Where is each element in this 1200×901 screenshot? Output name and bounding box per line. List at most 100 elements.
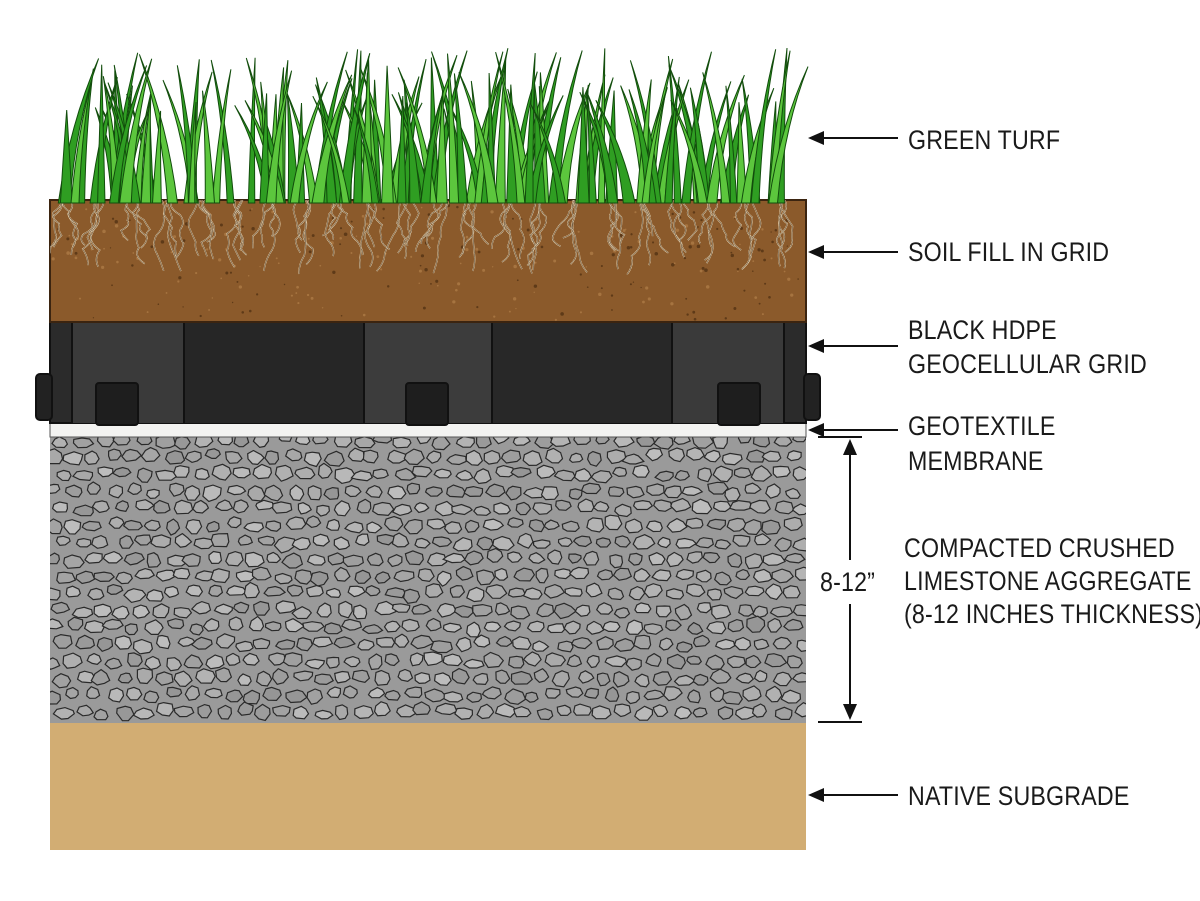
root-outline — [170, 200, 184, 259]
soil-grain — [103, 247, 105, 250]
stone-icon — [543, 583, 566, 599]
root-outline — [471, 200, 489, 245]
stone-icon — [492, 437, 510, 445]
soil-grain — [493, 315, 496, 318]
soil-grain — [435, 279, 439, 283]
stone-icon — [91, 534, 109, 549]
stone-icon — [108, 484, 124, 499]
aggregate-stones — [50, 437, 806, 722]
stone-icon — [173, 607, 193, 619]
roots — [50, 200, 794, 275]
soil-grain — [760, 249, 764, 253]
stone-icon — [344, 521, 364, 534]
stone-icon — [675, 537, 698, 549]
stone-icon — [681, 485, 704, 497]
stone-icon — [153, 499, 171, 514]
stone-icon — [56, 571, 77, 584]
stone-icon — [442, 653, 463, 667]
stone-icon — [125, 686, 143, 701]
stone-icon — [155, 701, 174, 717]
stone-icon — [50, 483, 61, 495]
soil-grain — [219, 223, 223, 227]
stone-icon — [424, 486, 443, 497]
stone-icon — [673, 437, 692, 446]
stone-icon — [284, 448, 303, 462]
stone-icon — [114, 635, 133, 650]
stone-icon — [553, 602, 577, 620]
stone-icon — [247, 449, 265, 466]
root-outline — [433, 200, 447, 274]
stone-icon — [685, 517, 704, 529]
grass-blade-icon — [97, 64, 106, 204]
stone-icon — [116, 705, 135, 722]
stone-icon — [772, 636, 793, 650]
grass-blade-icon — [548, 50, 583, 204]
stone-icon — [516, 532, 534, 549]
soil-grain — [199, 314, 202, 318]
stone-icon — [792, 437, 806, 443]
stone-icon — [297, 502, 313, 515]
stone-icon — [578, 670, 595, 684]
stone-icon — [327, 552, 346, 566]
stone-icon — [393, 569, 415, 583]
soil-grain — [534, 261, 537, 264]
stone-icon — [296, 637, 313, 652]
soil-grain — [430, 283, 432, 285]
stone-icon — [513, 567, 536, 582]
stone-icon — [93, 571, 116, 583]
soil-grain — [758, 302, 761, 305]
stone-icon — [423, 651, 443, 667]
stone-icon — [155, 469, 179, 481]
stone-icon — [522, 486, 546, 499]
soil-grain — [686, 313, 689, 316]
stone-icon — [225, 550, 244, 567]
stone-icon — [164, 450, 186, 465]
label-soil-fill: SOIL FILL IN GRID — [908, 237, 1110, 267]
soil-grain — [177, 280, 180, 283]
root-outline — [615, 200, 625, 247]
stone-icon — [510, 466, 532, 478]
stone-icon — [173, 437, 191, 450]
stone-icon — [613, 703, 632, 718]
stone-icon — [732, 534, 751, 547]
stone-icon — [566, 654, 583, 667]
stone-icon — [711, 437, 729, 450]
soil-grain — [770, 231, 772, 233]
stone-icon — [262, 686, 282, 702]
stone-icon — [707, 481, 729, 495]
stone-icon — [686, 551, 703, 564]
stone-icon — [621, 453, 645, 465]
stone-icon — [123, 588, 147, 604]
stone-icon — [86, 652, 102, 665]
stone-icon — [761, 519, 781, 535]
stone-icon — [65, 686, 79, 700]
arrow-left-icon — [808, 131, 898, 145]
soil-grain — [699, 269, 703, 273]
stone-icon — [263, 484, 284, 502]
stone-icon — [251, 566, 272, 581]
stone-icon — [123, 551, 145, 566]
stone-icon — [294, 466, 316, 480]
root-outline — [501, 200, 511, 263]
stone-icon — [706, 588, 723, 601]
arrow-left-icon — [808, 245, 898, 259]
stone-icon — [248, 615, 265, 632]
soil-grain — [350, 220, 353, 223]
soil-grain — [182, 306, 184, 308]
soil-grain — [380, 268, 383, 271]
root-outline — [298, 200, 311, 275]
stone-icon — [636, 437, 656, 447]
stone-icon — [411, 603, 432, 615]
stone-icon — [696, 602, 712, 614]
soil-grain — [752, 260, 755, 263]
stone-icon — [232, 601, 250, 614]
root-outline — [459, 200, 472, 258]
stone-icon — [568, 488, 583, 500]
stone-icon — [464, 519, 480, 533]
stone-icon — [645, 447, 664, 462]
stone-icon — [634, 673, 650, 688]
soil-grain — [553, 259, 557, 263]
stone-icon — [325, 587, 342, 599]
stone-icon — [510, 670, 533, 685]
stone-icon — [466, 691, 483, 703]
